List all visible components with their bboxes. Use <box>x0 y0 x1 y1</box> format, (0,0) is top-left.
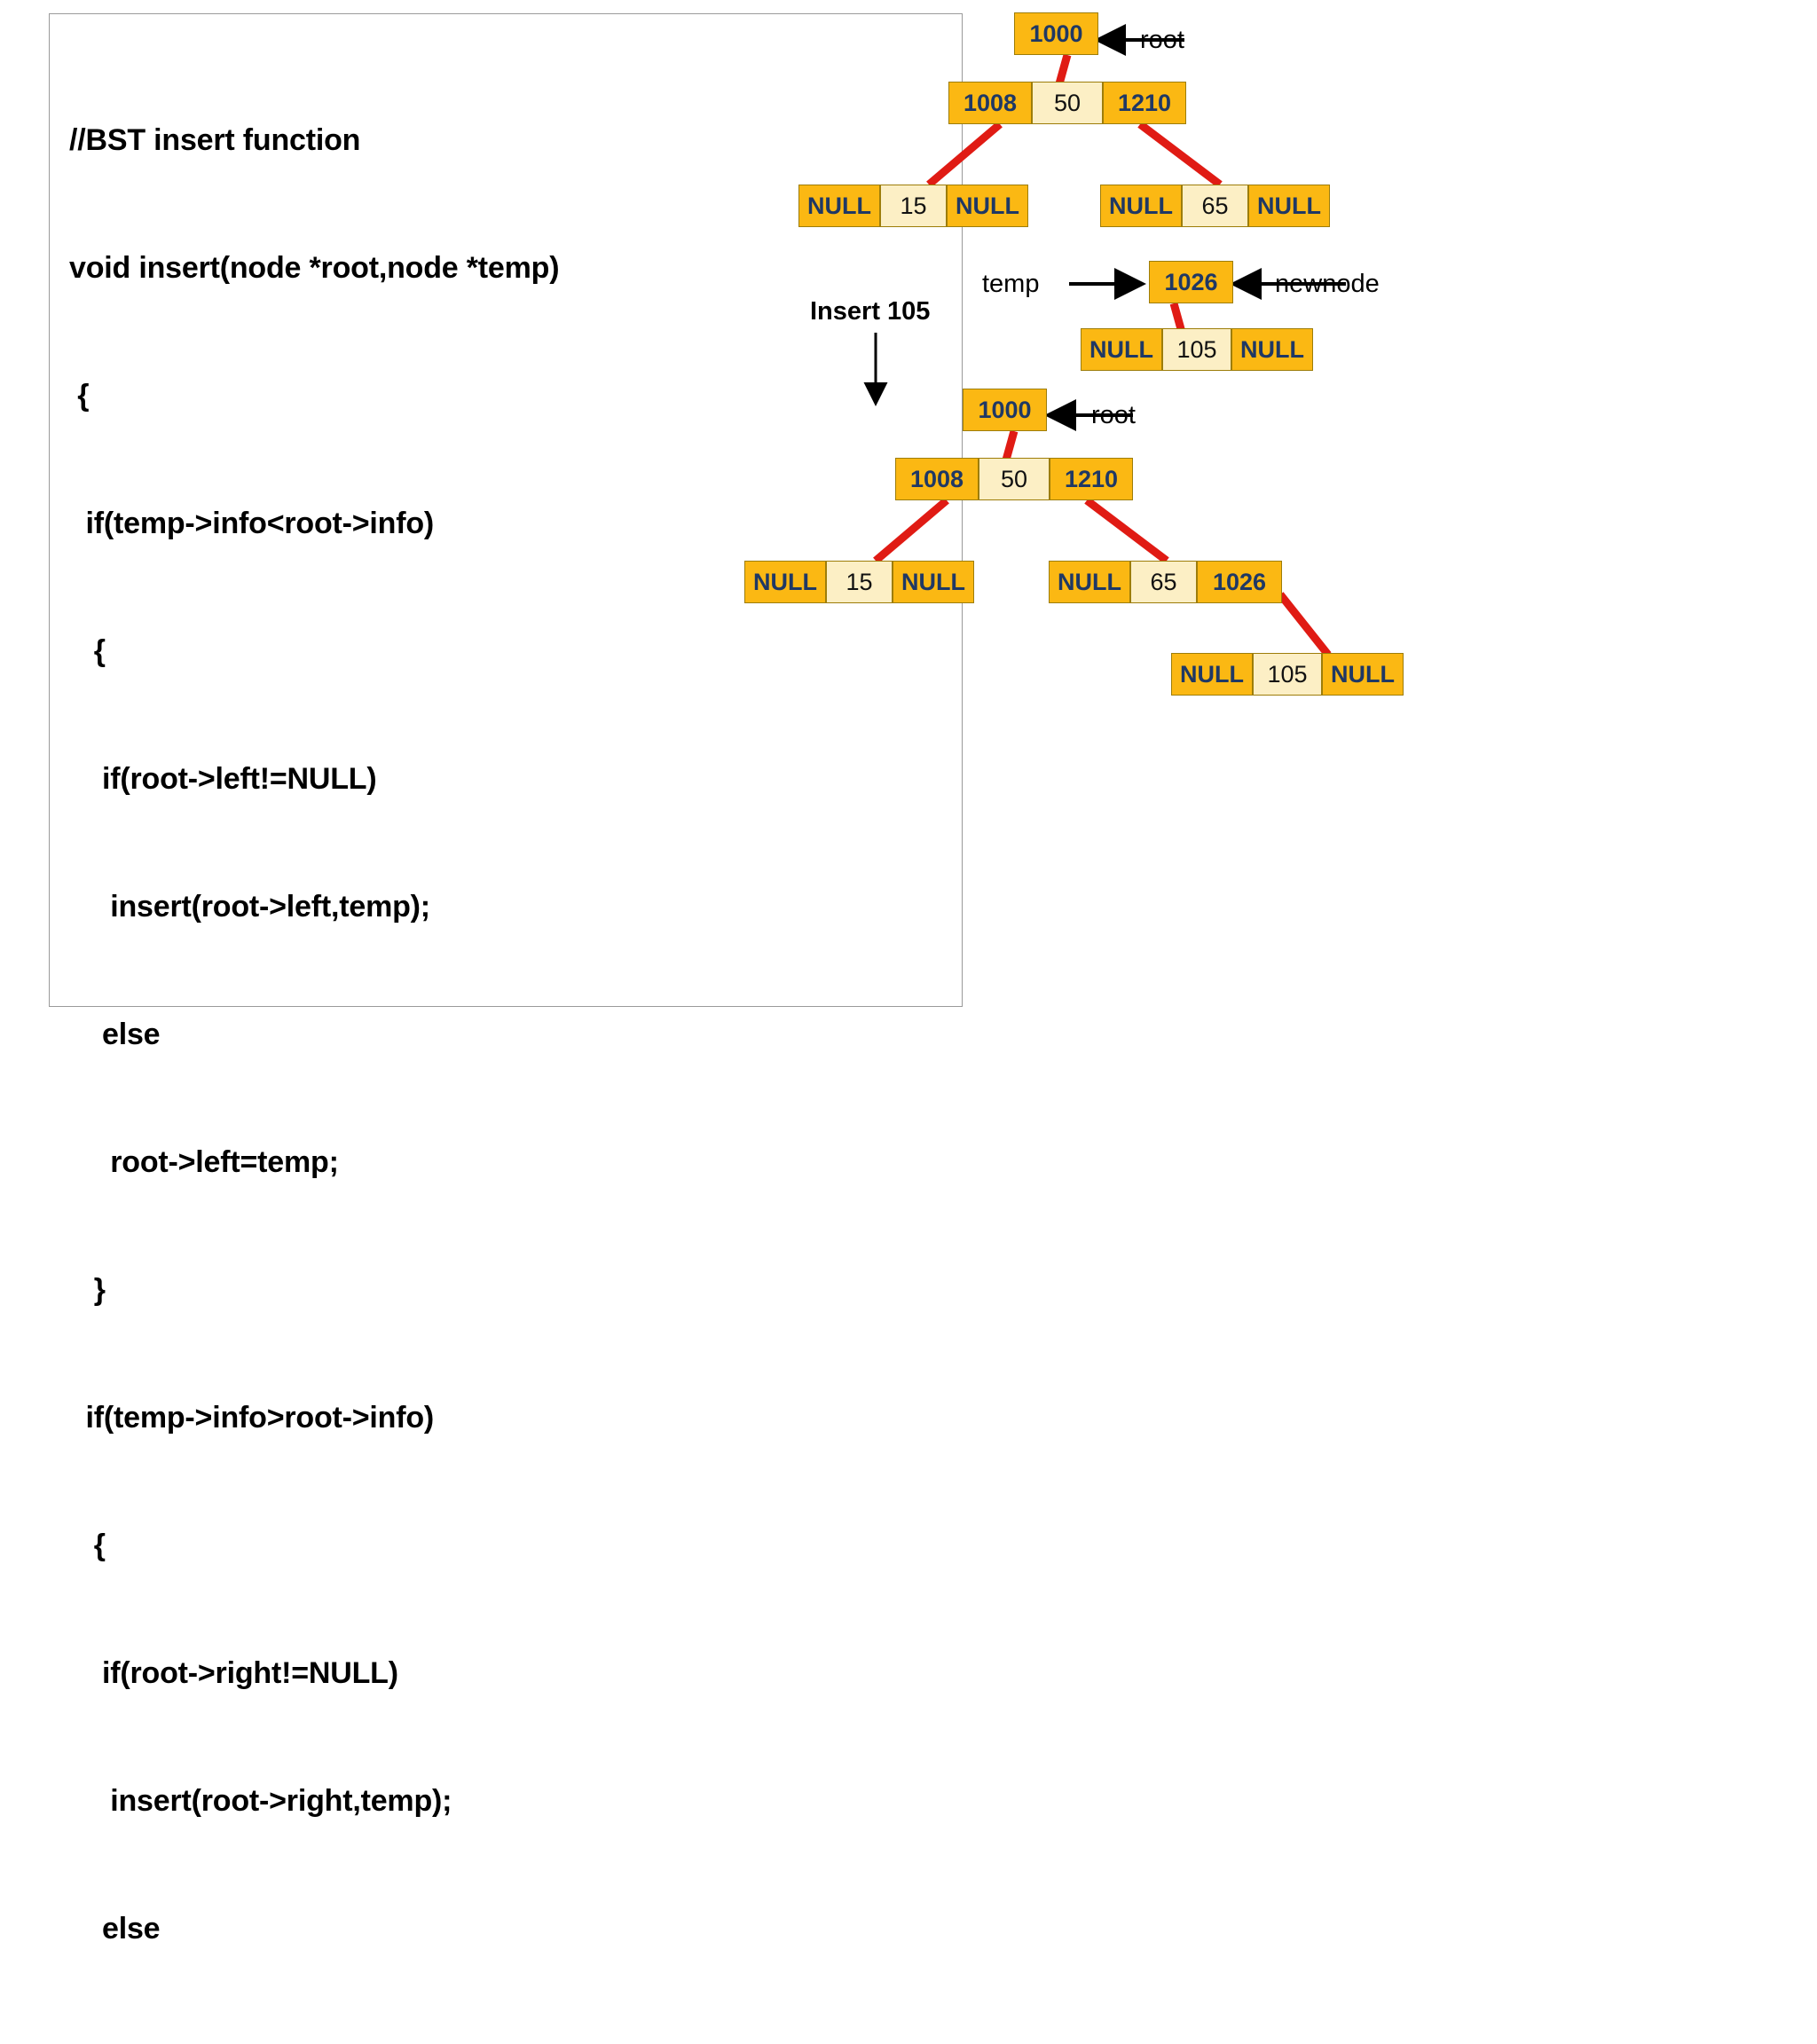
code-line: root->right=temp; <box>69 2035 962 2044</box>
node-newnode-body[interactable]: NULL 105 NULL <box>1081 328 1313 371</box>
node-left-pointer-cell: NULL <box>1171 653 1253 696</box>
node-left-pointer-cell: NULL <box>798 185 880 227</box>
node-left-pointer-cell: NULL <box>1100 185 1182 227</box>
node-leaf-105-bottom[interactable]: NULL 105 NULL <box>1171 653 1404 696</box>
node-right-pointer-cell: 1026 <box>1197 561 1282 603</box>
node-left-pointer-cell: NULL <box>1081 328 1162 371</box>
node-right-pointer-cell: NULL <box>1231 328 1313 371</box>
node-newnode-address[interactable]: 1026 <box>1149 261 1233 303</box>
node-leaf-15-bottom[interactable]: NULL 15 NULL <box>744 561 974 603</box>
label-newnode: newnode <box>1275 270 1380 298</box>
node-leaf-65-bottom[interactable]: NULL 65 1026 <box>1049 561 1282 603</box>
code-line: } <box>69 1273 106 1307</box>
node-right-pointer-cell: 1210 <box>1050 458 1133 500</box>
code-panel: //BST insert function void insert(node *… <box>49 13 963 2044</box>
node-left-pointer-cell: 1008 <box>948 82 1032 124</box>
bst-diagram: 1000 1008 50 1210 NULL 15 NULL NULL 65 N… <box>744 0 1817 1022</box>
label-insert-action: Insert 105 <box>810 297 931 326</box>
code-line: if(root->left!=NULL) <box>69 762 377 796</box>
code-line: root->left=temp; <box>69 1145 339 1179</box>
code-line: if(temp->info>root->info) <box>69 1401 435 1435</box>
node-level1-bottom[interactable]: 1008 50 1210 <box>895 458 1133 500</box>
node-right-pointer-cell: 1210 <box>1103 82 1186 124</box>
node-value-cell: 105 <box>1253 653 1322 696</box>
edge-level1-left <box>926 121 1003 188</box>
node-right-pointer-cell: NULL <box>1248 185 1330 227</box>
edge-65-to-105 <box>1277 592 1332 657</box>
code-line: { <box>69 634 106 668</box>
label-root-top: root <box>1140 26 1184 54</box>
edge-level1-right <box>1137 121 1223 188</box>
node-root-top[interactable]: 1000 <box>1014 12 1098 55</box>
code-line: //BST insert function <box>69 123 361 157</box>
node-left-pointer-cell: NULL <box>1049 561 1130 603</box>
node-leaf-15-top[interactable]: NULL 15 NULL <box>798 185 1028 227</box>
code-line: void insert(node *root,node *temp) <box>69 251 560 285</box>
node-left-pointer-cell: NULL <box>744 561 826 603</box>
code-line: { <box>69 379 90 413</box>
node-address-cell: 1000 <box>1014 12 1098 55</box>
code-line: insert(root->right,temp); <box>69 1784 452 1818</box>
node-value-cell: 15 <box>826 561 893 603</box>
code-line: if(root->right!=NULL) <box>69 1656 398 1690</box>
node-level1-top[interactable]: 1008 50 1210 <box>948 82 1186 124</box>
node-right-pointer-cell: NULL <box>947 185 1028 227</box>
node-value-cell: 65 <box>1182 185 1248 227</box>
node-value-cell: 50 <box>1032 82 1103 124</box>
label-root-bottom: root <box>1091 401 1136 429</box>
node-leaf-65-top[interactable]: NULL 65 NULL <box>1100 185 1330 227</box>
edge-level1b-right <box>1084 497 1169 564</box>
node-right-pointer-cell: NULL <box>1322 653 1404 696</box>
node-value-cell: 65 <box>1130 561 1197 603</box>
node-address-cell: 1026 <box>1149 261 1233 303</box>
diagram-connectors <box>863 24 1346 657</box>
label-temp: temp <box>982 270 1040 298</box>
node-value-cell: 15 <box>880 185 947 227</box>
code-line: insert(root->left,temp); <box>69 890 430 924</box>
node-value-cell: 105 <box>1162 328 1231 371</box>
node-right-pointer-cell: NULL <box>893 561 974 603</box>
code-line: if(temp->info<root->info) <box>69 507 435 540</box>
edge-level1b-left <box>873 497 949 564</box>
node-value-cell: 50 <box>979 458 1050 500</box>
node-left-pointer-cell: 1008 <box>895 458 979 500</box>
node-address-cell: 1000 <box>963 389 1047 431</box>
code-line: { <box>69 1529 106 1562</box>
code-line: else <box>69 1912 161 1946</box>
node-root-bottom[interactable]: 1000 <box>963 389 1047 431</box>
code-line: else <box>69 1018 161 1051</box>
